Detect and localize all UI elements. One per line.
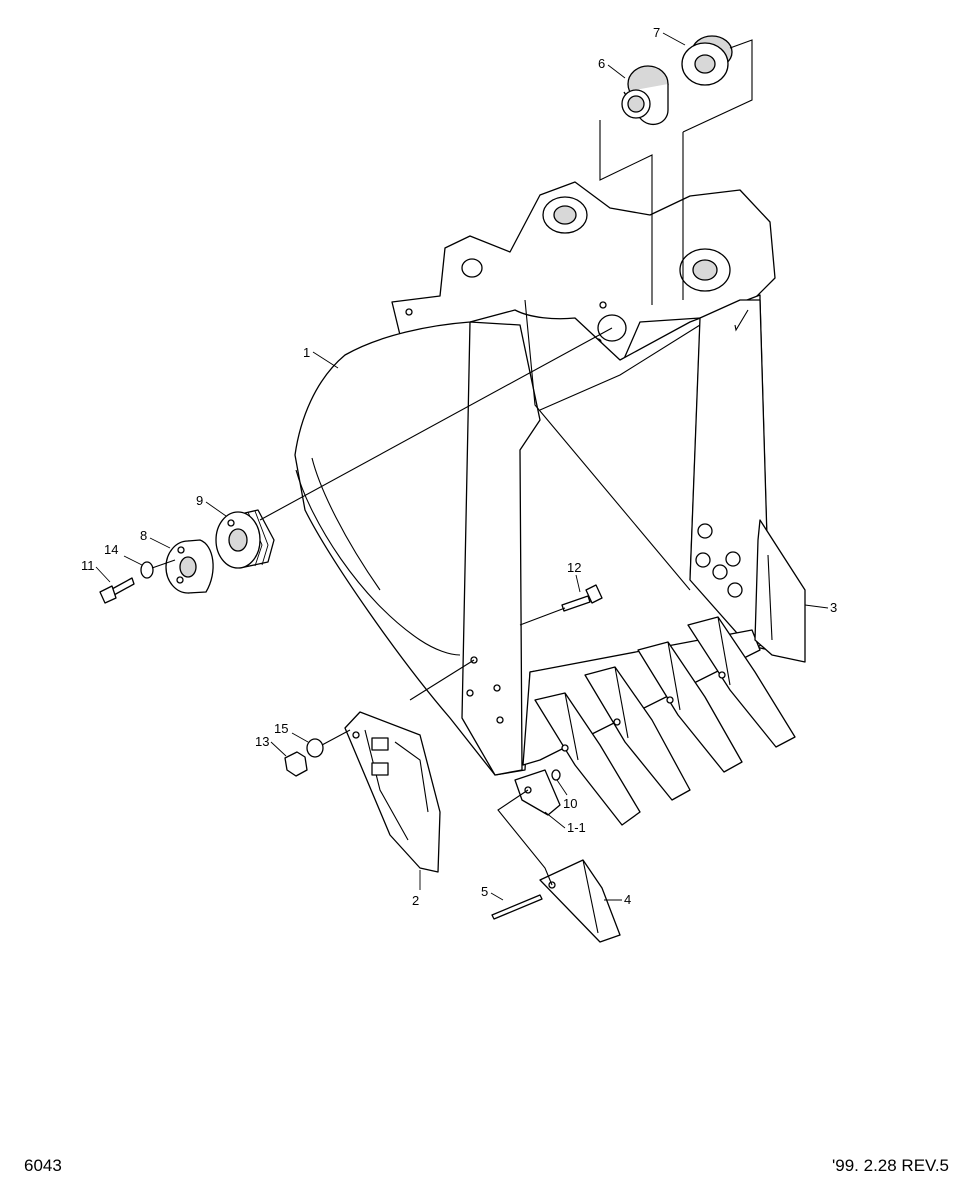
svg-text:2: 2 [412,893,419,908]
side-cutter-right [754,519,806,663]
side-cutter-left [344,711,441,873]
svg-text:9: 9 [196,493,203,508]
callout-13: 13 [255,734,287,757]
shim-plate [165,539,214,594]
lock-washer-tooth [551,769,561,781]
callout-8: 8 [140,528,171,549]
assembly-lines [151,39,753,886]
callout-9: 9 [196,493,227,517]
svg-text:7: 7 [653,25,660,40]
svg-text:12: 12 [567,560,581,575]
callout-1: 1 [303,345,339,369]
washer-nut [306,738,324,758]
bushing-small [621,65,669,126]
drawing-number: 6043 [24,1156,62,1175]
svg-text:15: 15 [274,721,288,736]
boss [215,509,275,569]
svg-text:11: 11 [81,558,95,573]
nut [284,751,308,777]
callout-2: 2 [412,870,421,908]
revision-date: '99. 2.28 REV.5 [832,1156,949,1175]
svg-text:6: 6 [598,56,605,71]
svg-text:10: 10 [563,796,577,811]
callout-1-1: 1-1 [544,811,586,835]
bucket-body [294,181,776,776]
svg-text:4: 4 [624,892,631,907]
svg-text:8: 8 [140,528,147,543]
bolt-shim [99,577,135,604]
callout-14: 14 [104,542,143,566]
tooth [539,859,621,943]
callout-10: 10 [556,779,577,811]
callout-5: 5 [481,884,504,901]
svg-text:13: 13 [255,734,269,749]
svg-text:3: 3 [830,600,837,615]
svg-text:1-1: 1-1 [567,820,586,835]
callout-15: 15 [274,721,309,743]
svg-text:1: 1 [303,345,310,360]
callout-4: 4 [604,892,631,907]
callout-6: 6 [598,56,626,79]
bushing-large [681,35,733,86]
bucket-teeth-row [514,616,796,826]
callout-3: 3 [804,600,837,615]
callout-7: 7 [653,25,686,46]
tooth-pin [491,894,543,920]
callout-12: 12 [567,560,581,593]
callout-11: 11 [81,558,111,583]
svg-text:5: 5 [481,884,488,899]
svg-text:14: 14 [104,542,118,557]
washer-bolt [140,561,154,579]
